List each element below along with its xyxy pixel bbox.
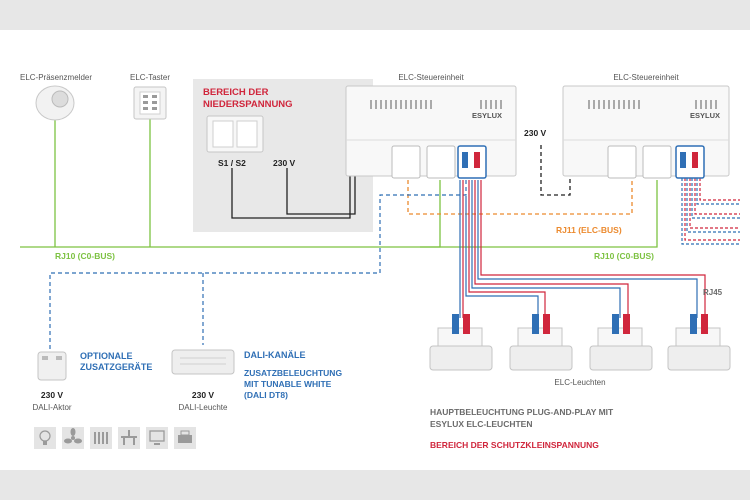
brand-logo-2: ESYLUX	[690, 111, 720, 120]
cu2-power-wire	[540, 145, 571, 196]
dali-extra-line1: ZUSATZBELEUCHTUNG	[244, 368, 342, 378]
table-icon	[118, 427, 140, 449]
dali-wires	[49, 180, 467, 350]
dali-actor-device	[37, 351, 67, 381]
rj45-wires	[459, 180, 706, 318]
rj10-bus-wires	[20, 118, 658, 248]
elc-light-2	[509, 314, 573, 371]
dali-actor-label: DALI-Aktor	[32, 403, 71, 412]
presence-detector	[35, 85, 75, 121]
control-unit-1-label: ELC-Steuereinheit	[398, 73, 464, 82]
rj10-label-right: RJ10 (C0-BUS)	[594, 251, 654, 261]
push-button-label: ELC-Taster	[130, 73, 170, 82]
dali-light-230v: 230 V	[192, 390, 215, 400]
main-lighting-line1: HAUPTBELEUCHTUNG PLUG-AND-PLAY MIT	[430, 407, 614, 417]
elc-lights-label: ELC-Leuchten	[554, 378, 605, 387]
control-unit-2	[562, 85, 730, 179]
elc-light-1	[429, 314, 493, 371]
safety-area-label: BEREICH DER SCHUTZKLEINSPANNUNG	[430, 440, 599, 450]
fan-icon	[62, 427, 84, 449]
rj11-bus-wires	[407, 180, 633, 215]
elc-light-4	[667, 314, 731, 371]
dali-light-device	[171, 349, 235, 375]
switch-label: S1 / S2	[218, 158, 246, 168]
wall-switch	[206, 115, 264, 153]
push-button-device	[133, 86, 167, 120]
low-voltage-title-line1: BEREICH DER	[203, 87, 269, 98]
presence-detector-label: ELC-Präsenzmelder	[20, 73, 92, 82]
monitor-icon	[146, 427, 168, 449]
control-unit-2-label: ELC-Steuereinheit	[613, 73, 679, 82]
main-lighting-line2: ESYLUX ELC-LEUCHTEN	[430, 419, 532, 429]
dali-extra-line3: (DALI DT8)	[244, 390, 288, 400]
radiator-icon	[90, 427, 112, 449]
printer-icon	[174, 427, 196, 449]
optional-devices-line1: OPTIONALE	[80, 351, 133, 361]
optional-device-icons	[34, 427, 196, 449]
rj45-label: RJ45	[703, 288, 723, 297]
dali-extra-line2: MIT TUNABLE WHITE	[244, 379, 332, 389]
dali-channels-label: DALI-KANÄLE	[244, 350, 306, 360]
top-band	[0, 0, 750, 30]
rj10-label-left: RJ10 (C0-BUS)	[55, 251, 115, 261]
control-unit-1	[345, 85, 517, 179]
low-voltage-230v: 230 V	[273, 158, 296, 168]
rj11-label: RJ11 (ELC-BUS)	[556, 225, 622, 235]
lightbulb-icon	[34, 427, 56, 449]
bottom-band	[0, 470, 750, 500]
optional-devices-line2: ZUSATZGERÄTE	[80, 362, 152, 372]
elc-light-3	[589, 314, 653, 371]
low-voltage-title-line2: NIEDERSPANNUNG	[203, 99, 293, 110]
dali-actor-230v: 230 V	[41, 390, 64, 400]
cu2-outgoing-wires	[681, 178, 740, 245]
dali-light-label: DALI-Leuchte	[179, 403, 228, 412]
low-voltage-area	[193, 79, 373, 232]
brand-logo-1: ESYLUX	[472, 111, 502, 120]
control-unit-2-230v: 230 V	[524, 128, 547, 138]
